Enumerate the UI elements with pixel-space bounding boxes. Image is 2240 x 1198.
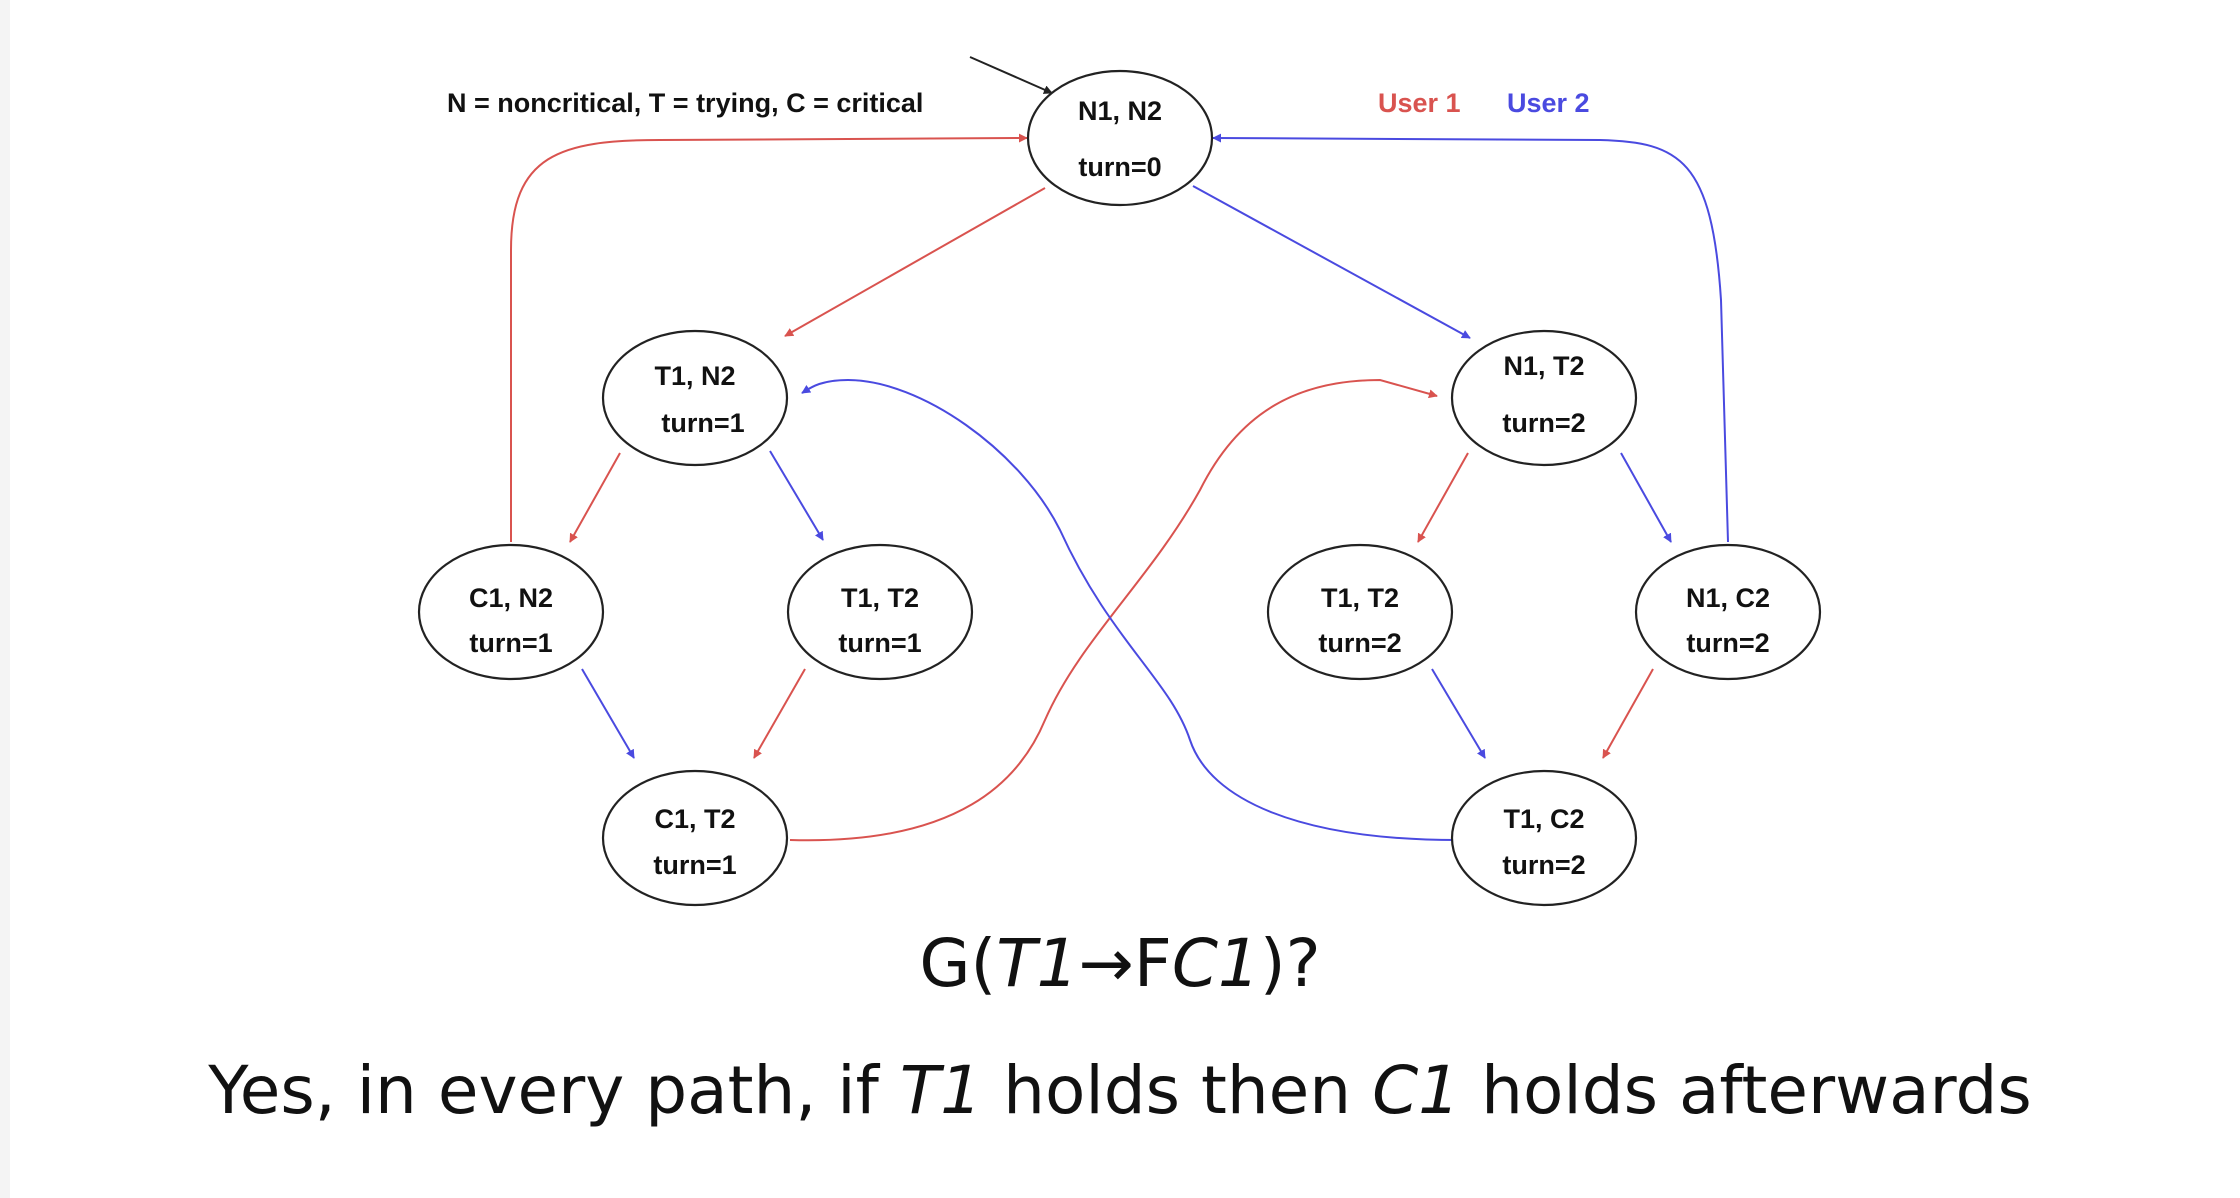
answer-part3: holds afterwards	[1460, 1052, 2032, 1129]
node-t1c2: T1, C2 turn=2	[1450, 769, 1638, 907]
edge-t1n2-c1n2	[569, 452, 621, 543]
edge-n1n2-t1n2	[784, 187, 1046, 337]
start-arrow	[969, 56, 1053, 94]
node-t1t2-turn1-label: T1, T2	[841, 583, 919, 613]
question-t1: T1	[996, 925, 1079, 1002]
node-c1n2: C1, N2 turn=1	[417, 543, 605, 681]
node-n1n2-turn: turn=0	[1078, 152, 1161, 182]
node-t1t2-turn2-turn: turn=2	[1318, 628, 1401, 658]
node-n1n2: N1, N2 turn=0	[1026, 69, 1214, 207]
edge-n1c2-t1c2	[1602, 668, 1654, 759]
edge-t1t2a-c1t2	[753, 668, 806, 759]
node-t1t2-turn2: T1, T2 turn=2	[1266, 543, 1454, 681]
node-t1c2-turn: turn=2	[1502, 850, 1585, 880]
question-arrow: →F	[1078, 925, 1172, 1002]
node-c1t2: C1, T2 turn=1	[601, 769, 789, 907]
answer-part1: Yes, in every path, if	[208, 1052, 900, 1129]
answer-text: Yes, in every path, if T1 holds then C1 …	[0, 1052, 2240, 1129]
node-c1n2-label: C1, N2	[469, 583, 553, 613]
node-t1n2-label: T1, N2	[654, 361, 735, 391]
node-n1c2-label: N1, C2	[1686, 583, 1770, 613]
answer-c1: C1	[1372, 1052, 1461, 1129]
node-t1t2-turn1: T1, T2 turn=1	[786, 543, 974, 681]
node-n1n2-label: N1, N2	[1078, 96, 1162, 126]
answer-t1: T1	[899, 1052, 983, 1129]
node-c1n2-turn: turn=1	[469, 628, 552, 658]
node-t1n2-turn: turn=1	[661, 408, 744, 438]
node-t1c2-label: T1, C2	[1503, 804, 1584, 834]
question-formula: G(T1→FC1)?	[0, 925, 2240, 1002]
edge-t1c2-t1n2	[801, 378, 1458, 841]
edge-t1t2b-t1c2	[1431, 668, 1486, 759]
node-c1t2-label: C1, T2	[654, 804, 735, 834]
node-n1t2: N1, T2 turn=2	[1450, 329, 1638, 467]
node-t1n2: T1, N2 turn=1	[601, 329, 789, 467]
edge-n1t2-t1t2b	[1417, 452, 1469, 543]
edge-n1n2-n1t2	[1192, 185, 1471, 339]
node-n1t2-label: N1, T2	[1503, 351, 1584, 381]
edge-t1n2-t1t2a	[769, 450, 824, 541]
question-c1: C1	[1171, 925, 1260, 1002]
node-t1t2-turn1-turn: turn=1	[838, 628, 921, 658]
question-suffix: )?	[1259, 925, 1321, 1002]
slide-edge	[0, 0, 10, 1198]
edge-c1n2-c1t2	[581, 668, 635, 759]
edge-n1t2-n1c2	[1620, 452, 1672, 543]
question-prefix: G(	[919, 925, 997, 1002]
node-n1c2: N1, C2 turn=2	[1634, 543, 1822, 681]
node-t1t2-turn2-label: T1, T2	[1321, 583, 1399, 613]
legend-states: N = noncritical, T = trying, C = critica…	[447, 88, 923, 118]
node-n1t2-turn: turn=2	[1502, 408, 1585, 438]
legend-user1: User 1	[1378, 88, 1461, 118]
edge-c1n2-n1n2	[510, 133, 1028, 542]
edge-n1c2-n1n2	[1212, 133, 1729, 543]
answer-part2: holds then	[982, 1052, 1373, 1129]
legend-user2: User 2	[1507, 88, 1590, 118]
node-c1t2-turn: turn=1	[653, 850, 736, 880]
edge-c1t2-n1t2	[789, 378, 1438, 842]
node-n1c2-turn: turn=2	[1686, 628, 1769, 658]
